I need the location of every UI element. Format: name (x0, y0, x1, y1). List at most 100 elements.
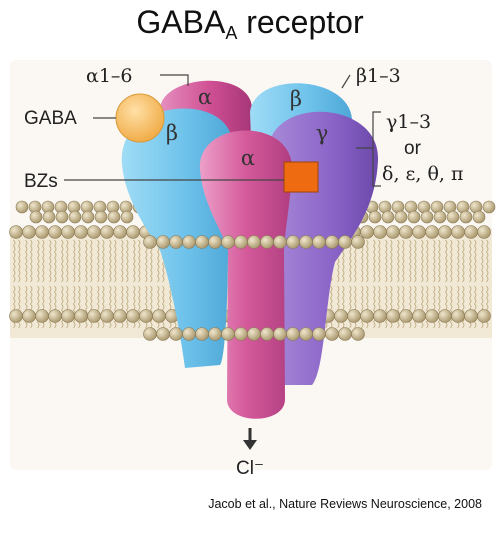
lipid-head (260, 327, 274, 341)
lipid-head (373, 225, 387, 239)
gamma-isoforms-label: γ1–3 (386, 111, 431, 133)
lipid-head (182, 235, 196, 249)
lipid-head (386, 225, 400, 239)
lipid-head (61, 309, 75, 323)
lipid-tail (149, 285, 153, 329)
lipid-head (113, 309, 127, 323)
lipid-head (368, 210, 382, 224)
lipid-head (29, 210, 43, 224)
lipid-head (325, 327, 339, 341)
lipid-head (399, 309, 413, 323)
lipid-head (182, 327, 196, 341)
lipid-tail (384, 239, 388, 283)
lipid-heads-top-back (15, 200, 496, 224)
lipid-tail (449, 239, 453, 283)
lipid-head (482, 200, 496, 214)
lipid-head (208, 327, 222, 341)
lipid-head (464, 309, 478, 323)
gaba-label: GABA (24, 108, 77, 129)
beta-left-letter: β (166, 121, 178, 145)
lipid-tail (372, 285, 376, 329)
lipid-heads-overlay (143, 235, 365, 341)
lipid-tail (125, 239, 129, 283)
beta-isoforms-label: β1–3 (356, 65, 401, 87)
lipid-head (234, 235, 248, 249)
lipid-head (42, 210, 56, 224)
lipid-head (273, 327, 287, 341)
lipid-head (81, 210, 95, 224)
lipid-tail (437, 285, 441, 329)
lipid-head (169, 327, 183, 341)
lipid-head (312, 327, 326, 341)
lipid-tail (456, 239, 460, 283)
lipid-head (15, 200, 29, 214)
lipid-head (286, 327, 300, 341)
lipid-tail (396, 285, 400, 329)
lipid-tail (137, 285, 141, 329)
lipid-tail (401, 239, 405, 283)
gamma-right-letter: γ (316, 121, 329, 145)
gaba-ligand (115, 93, 165, 143)
lipid-head (100, 309, 114, 323)
lipid-head (139, 309, 153, 323)
lipid-tail (41, 239, 45, 283)
lipid-tail (101, 239, 105, 283)
lipid-head (438, 225, 452, 239)
lipid-tail (120, 239, 124, 283)
lipid-tail (53, 239, 57, 283)
lipid-head (234, 327, 248, 341)
lipid-tail (480, 239, 484, 283)
lipid-head (399, 225, 413, 239)
lipid-head (472, 210, 486, 224)
lipid-head (74, 225, 88, 239)
lipid-head (459, 210, 473, 224)
lipid-tail (36, 285, 40, 329)
lipid-tail (432, 239, 436, 283)
lipid-tail (372, 239, 376, 283)
lipid-tail (48, 239, 52, 283)
lipid-head (446, 210, 460, 224)
lipid-head (208, 235, 222, 249)
lipid-head (464, 225, 478, 239)
lipid-head (334, 309, 348, 323)
lipid-head (221, 235, 235, 249)
lipid-head (9, 225, 23, 239)
lipid-tail (468, 239, 472, 283)
lipid-tail (96, 239, 100, 283)
lipid-head (338, 235, 352, 249)
lipid-head (412, 225, 426, 239)
lipid-tail (348, 285, 352, 329)
lipid-head (48, 309, 62, 323)
lipid-head (221, 327, 235, 341)
lipid-head (87, 309, 101, 323)
lipid-tail (113, 285, 117, 329)
or-label: or (404, 138, 422, 159)
lipid-head (156, 327, 170, 341)
alpha-subunit-front (199, 130, 293, 419)
lipid-head (169, 235, 183, 249)
lipid-tail (420, 239, 424, 283)
lipid-tail (72, 239, 76, 283)
lipid-head (156, 235, 170, 249)
title-rest: receptor (237, 4, 364, 40)
lipid-head (126, 225, 140, 239)
lipid-head (312, 235, 326, 249)
chloride-ion-label: Cl⁻ (236, 458, 264, 479)
lipid-tail (389, 239, 393, 283)
lipid-tail (132, 239, 136, 283)
lipid-tail (473, 239, 477, 283)
lipid-tail (108, 239, 112, 283)
lipid-head (94, 210, 108, 224)
lipid-head (420, 210, 434, 224)
lipid-tail (84, 285, 88, 329)
lipid-tail (461, 239, 465, 283)
lipid-tail (365, 239, 369, 283)
lipid-tail (89, 239, 93, 283)
lipid-head (477, 225, 491, 239)
title-main: GABA (136, 4, 226, 40)
lipid-head (351, 235, 365, 249)
lipid-head (68, 210, 82, 224)
leader-lines (64, 74, 381, 187)
lipid-tail (113, 239, 117, 283)
